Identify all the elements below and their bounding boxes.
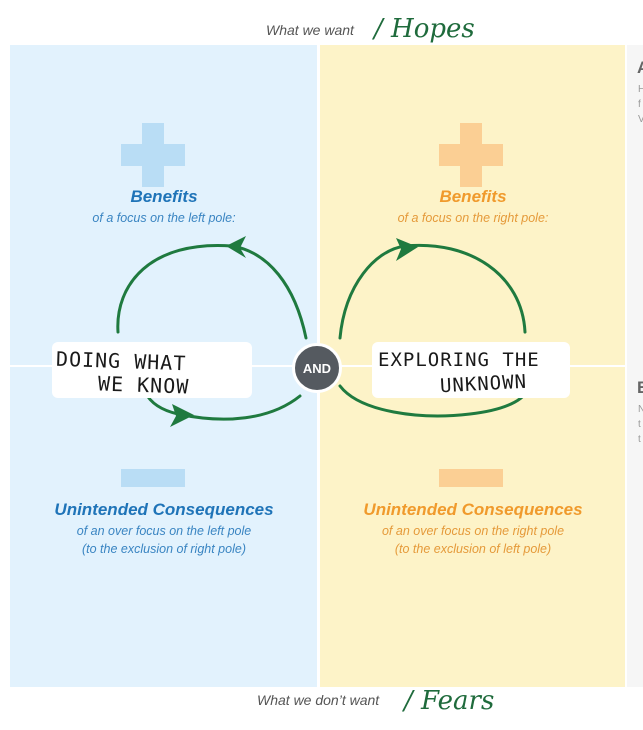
left-consequences-subtitle-2: (to the exclusion of right pole) bbox=[82, 542, 246, 556]
left-minus-icon bbox=[121, 469, 185, 487]
right-loop-top-arc bbox=[338, 243, 527, 340]
right-loop-bottom-arc bbox=[338, 384, 530, 418]
top-printed-label: What we want bbox=[266, 22, 354, 38]
right-top-arrowhead bbox=[396, 238, 418, 261]
left-pole-name-line2: WE KNOW bbox=[97, 371, 190, 399]
edge-fragment-b-line: t bbox=[638, 434, 641, 445]
right-pole-name-box bbox=[372, 342, 570, 398]
left-consequences-subtitle-1: of an over focus on the left pole bbox=[76, 524, 252, 538]
edge-fragment-a-line: V bbox=[638, 114, 643, 125]
right-pole-name-line1: EXPLORING THE bbox=[378, 349, 540, 371]
bottom-printed-label: What we don’t want bbox=[257, 692, 380, 708]
edge-fragment-b-line: N bbox=[638, 404, 643, 415]
right-consequences-title: Unintended Consequences bbox=[363, 500, 583, 519]
bottom-handwritten-label: / Fears bbox=[404, 686, 495, 716]
right-benefits-subtitle: of a focus on the right pole: bbox=[397, 211, 549, 225]
right-consequences-subtitle-2: (to the exclusion of left pole) bbox=[394, 542, 552, 556]
left-top-arrowhead bbox=[226, 236, 246, 258]
edge-fragment-a-line: H bbox=[638, 84, 643, 95]
top-handwritten-label: / Hopes bbox=[374, 14, 475, 44]
next-panel-edge bbox=[627, 45, 643, 687]
edge-fragment-a: A bbox=[637, 58, 643, 78]
right-pole-name-line2: UNKNOWN bbox=[439, 370, 528, 398]
left-plus-icon bbox=[121, 123, 185, 187]
left-consequences-title: Unintended Consequences bbox=[54, 500, 274, 519]
and-label: AND bbox=[302, 360, 332, 376]
left-pole-name-box bbox=[52, 342, 252, 398]
and-circle: AND bbox=[292, 343, 342, 393]
left-pole-name-line1: DOING WHAT bbox=[55, 346, 187, 376]
right-plus-icon bbox=[439, 123, 503, 187]
edge-fragment-a-line: f bbox=[638, 99, 641, 110]
left-bottom-arrowhead bbox=[170, 404, 194, 427]
right-minus-icon bbox=[439, 469, 503, 487]
right-consequences-subtitle-1: of an over focus on the right pole bbox=[381, 524, 565, 538]
edge-fragment-b-line: t bbox=[638, 419, 641, 430]
edge-fragment-b: E bbox=[637, 378, 643, 397]
right-benefits-title: Benefits bbox=[439, 187, 507, 206]
left-loop-top-arc bbox=[116, 243, 308, 340]
left-benefits-subtitle: of a focus on the left pole: bbox=[92, 211, 236, 225]
left-benefits-title: Benefits bbox=[130, 187, 198, 206]
